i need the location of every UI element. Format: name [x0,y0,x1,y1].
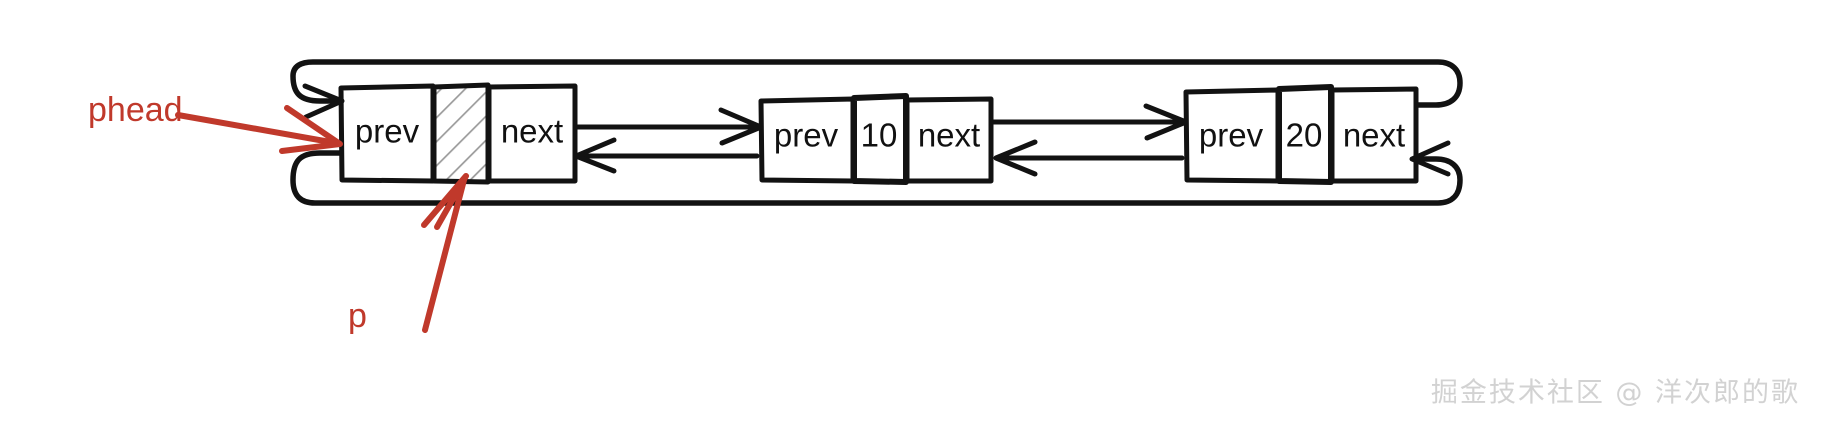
watermark: 掘金技术社区 @ 洋次郎的歌 [1431,378,1800,409]
link-node20-prev-to-node10 [993,139,1185,177]
node-10[interactable]: prev 10 next [758,93,994,185]
pointer-phead[interactable]: phead [88,91,343,154]
node-20-prev-label: prev [1199,117,1264,154]
node-20-data-label: 20 [1286,117,1323,154]
wrap-arrowhead-into-sentinel [302,83,345,120]
node-10-prev-label: prev [774,117,839,154]
node-10-data-label: 10 [861,117,898,154]
wrap-arrowhead-into-node20 [1409,140,1451,177]
pointer-p[interactable]: p [348,173,469,335]
node-20-next-label: next [1343,117,1405,154]
link-node10-prev-to-sentinel [573,137,760,174]
link-node10-next-to-node20 [989,103,1189,141]
link-sentinel-next-to-node10 [573,107,764,146]
p-label: p [348,297,367,335]
phead-label: phead [88,91,183,129]
node-10-next-label: next [918,117,980,154]
node-sentinel[interactable]: prev next [338,82,578,185]
circular-wrap-ring [290,59,1463,206]
node-20[interactable]: prev 20 next [1183,84,1419,185]
sentinel-next-label: next [501,113,563,150]
sentinel-prev-label: prev [355,113,420,150]
